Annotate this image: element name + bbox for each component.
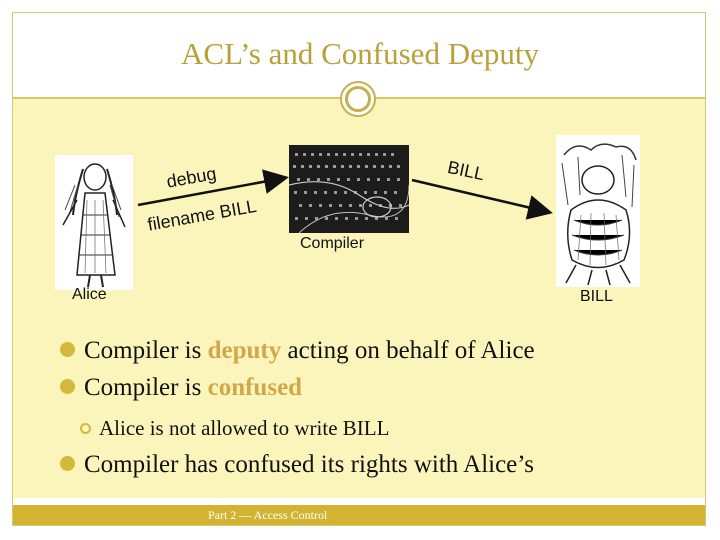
footer-text: Part 2 — Access Control	[208, 508, 328, 522]
alice-label: Alice	[72, 286, 107, 303]
sub-bullet: Alice is not allowed to write BILL	[80, 416, 389, 441]
circuit-board-icon	[288, 145, 410, 234]
footer-bar	[13, 505, 705, 525]
bullet-dot-icon	[60, 456, 75, 471]
bullet-3: Compiler has confused its rights with Al…	[60, 451, 534, 479]
highlight-confused: confused	[207, 374, 303, 401]
bill-label: BILL	[580, 288, 613, 305]
highlight-deputy: deputy	[207, 337, 282, 364]
compiler-image	[288, 145, 410, 234]
slide-title: ACL’s and Confused Deputy	[181, 36, 539, 71]
compiler-to-bill-arrow	[411, 178, 553, 220]
bullet-1: Compiler is deputy acting on behalf of A…	[60, 337, 535, 365]
bullet-2: Compiler is confused	[60, 374, 302, 402]
compiler-label: Compiler	[300, 235, 365, 252]
alice-illustration-icon	[55, 155, 133, 290]
bill-image	[556, 135, 640, 287]
alice-image	[55, 155, 133, 290]
ring-ornament-inner	[345, 86, 371, 112]
sub-bullet-circle-icon	[80, 423, 91, 434]
bullet-dot-icon	[60, 379, 75, 394]
bill-lizard-illustration-icon	[556, 135, 640, 287]
alice-to-compiler-arrow	[137, 169, 289, 207]
bullet-dot-icon	[60, 342, 75, 357]
